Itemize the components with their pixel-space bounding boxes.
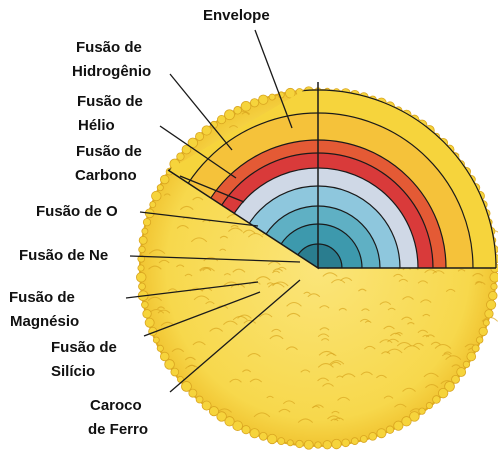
rim-bump bbox=[483, 320, 489, 326]
rim-bump bbox=[196, 396, 203, 403]
rim-bump bbox=[160, 352, 169, 361]
rim-bump bbox=[490, 272, 498, 282]
rim-bump bbox=[241, 101, 251, 111]
label-silicon-line1: Fusão de bbox=[51, 336, 117, 360]
rim-bump bbox=[267, 434, 276, 443]
label-silicon-line2: Silício bbox=[51, 360, 95, 384]
rim-bump bbox=[351, 438, 358, 445]
label-iron-line2: de Ferro bbox=[88, 418, 148, 442]
rim-bump bbox=[332, 439, 342, 449]
rim-bump bbox=[242, 426, 250, 434]
rim-bump bbox=[315, 442, 322, 449]
rim-bump bbox=[296, 440, 303, 447]
rim-bump bbox=[195, 132, 203, 140]
rim-bump bbox=[323, 441, 331, 449]
rim-bump bbox=[278, 438, 285, 445]
rim-bump bbox=[145, 318, 154, 327]
label-carbon-line2: Carbono bbox=[75, 164, 137, 188]
rim-bump bbox=[139, 246, 146, 253]
rim-bump bbox=[142, 228, 148, 234]
rim-bump bbox=[438, 388, 448, 398]
rim-bump bbox=[136, 272, 146, 282]
rim-bump bbox=[476, 337, 483, 344]
rim-bump bbox=[304, 440, 313, 449]
label-helium-line1: Fusão de bbox=[77, 90, 143, 114]
rim-bump bbox=[259, 432, 267, 440]
rim-bump bbox=[165, 360, 175, 370]
rim-bump bbox=[234, 106, 242, 114]
label-hydrogen-line2: Hidrogênio bbox=[72, 60, 151, 84]
rim-bump bbox=[250, 429, 259, 438]
label-magnesium-line2: Magnésio bbox=[10, 310, 79, 334]
rim-bump bbox=[171, 368, 179, 376]
rim-bump bbox=[342, 439, 350, 447]
rim-bump bbox=[360, 436, 367, 443]
rim-bump bbox=[457, 368, 466, 377]
rim-bump bbox=[394, 421, 403, 430]
rim-bump bbox=[157, 345, 163, 351]
rim-bump bbox=[138, 265, 144, 271]
rim-bump bbox=[181, 381, 191, 391]
rim-bump bbox=[202, 126, 211, 135]
rim-bump bbox=[489, 291, 498, 300]
rim-bump bbox=[250, 99, 258, 107]
rim-bump bbox=[150, 202, 156, 208]
rim-bump bbox=[472, 345, 479, 352]
label-carbon-line1: Fusão de bbox=[76, 140, 142, 164]
rim-bump bbox=[157, 185, 163, 191]
rim-bump bbox=[177, 153, 184, 160]
label-magnesium-line1: Fusão de bbox=[9, 286, 75, 310]
rim-bump bbox=[141, 301, 148, 308]
rim-bump bbox=[491, 283, 497, 289]
rim-bump bbox=[369, 432, 377, 440]
label-iron-line1: Caroco bbox=[90, 394, 142, 418]
label-neon: Fusão de Ne bbox=[19, 244, 108, 268]
rim-bump bbox=[152, 191, 162, 201]
rim-bump bbox=[463, 361, 469, 367]
rim-bump bbox=[386, 426, 394, 434]
rim-bump bbox=[269, 94, 275, 100]
rim-bump bbox=[259, 95, 268, 104]
rim-bump bbox=[452, 375, 460, 383]
rim-bump bbox=[139, 236, 147, 244]
rim-bump bbox=[143, 310, 152, 319]
rim-bump bbox=[467, 352, 476, 361]
label-helium-line2: Hélio bbox=[78, 114, 115, 138]
rim-bump bbox=[287, 440, 293, 446]
rim-bump bbox=[153, 337, 159, 343]
rim-bump bbox=[486, 300, 495, 309]
rim-bump bbox=[225, 110, 235, 120]
rim-bump bbox=[426, 402, 432, 408]
rim-bump bbox=[433, 396, 441, 404]
rim-bump bbox=[377, 429, 386, 438]
rim-bump bbox=[485, 310, 493, 318]
rim-bump bbox=[138, 283, 145, 290]
label-envelope: Envelope bbox=[203, 4, 270, 28]
rim-bump bbox=[479, 327, 487, 335]
rim-bump bbox=[419, 408, 425, 414]
rim-bump bbox=[143, 219, 150, 226]
label-oxygen: Fusão de O bbox=[36, 200, 118, 224]
rim-bump bbox=[160, 175, 169, 184]
rim-bump bbox=[202, 401, 211, 410]
label-hydrogen-line1: Fusão de bbox=[76, 36, 142, 60]
